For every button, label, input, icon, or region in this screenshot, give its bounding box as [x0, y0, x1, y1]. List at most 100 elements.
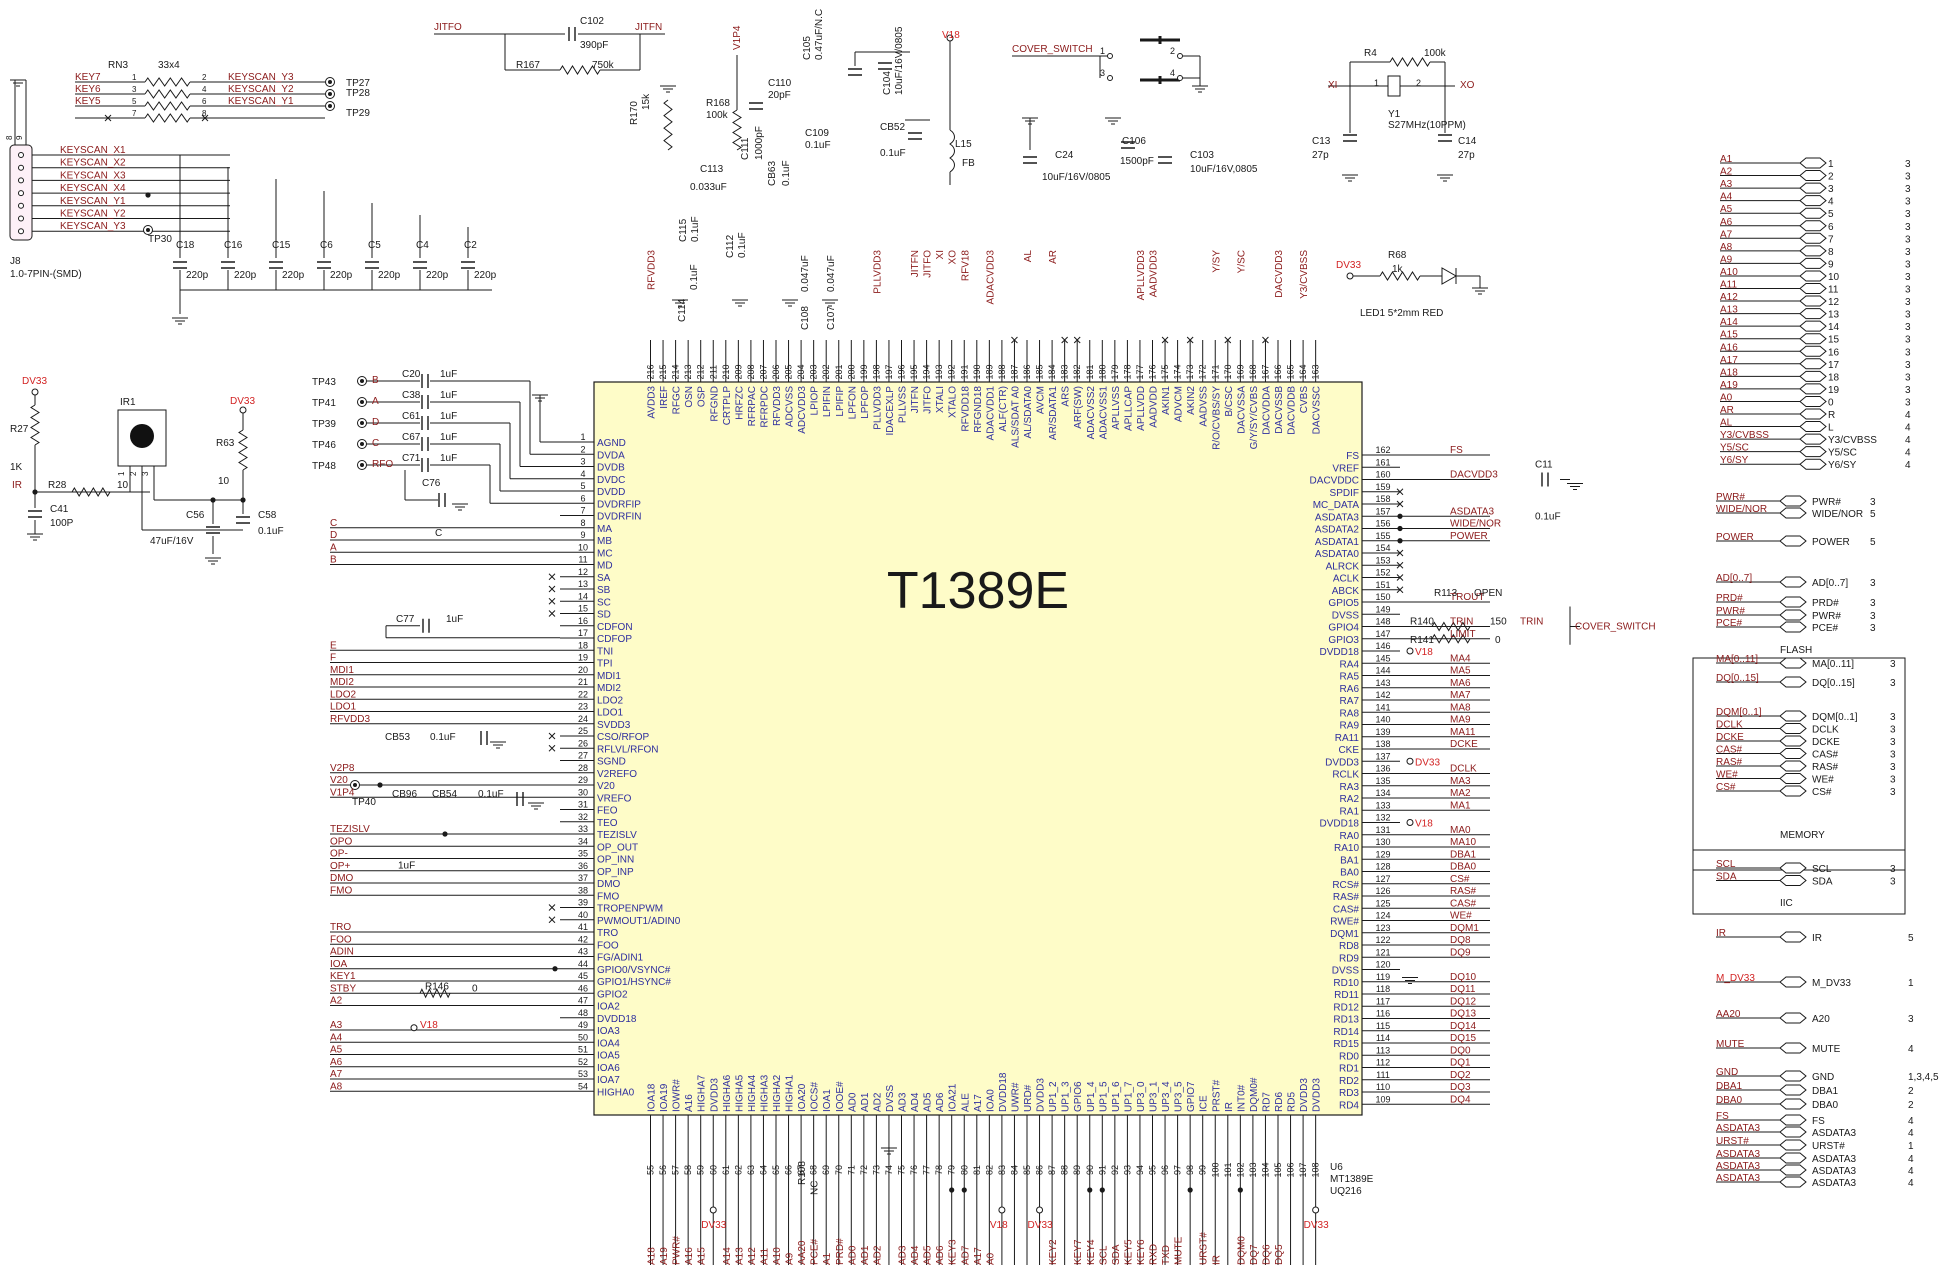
- net-label-bottom: KEY7: [1073, 1239, 1084, 1265]
- label: R140: [1410, 617, 1434, 628]
- label: 5: [1828, 209, 1834, 220]
- label: CB52: [880, 122, 905, 133]
- pin-number-right: 161: [1375, 457, 1390, 467]
- label: JITFO: [434, 22, 462, 33]
- label: 2: [1170, 46, 1175, 56]
- net-label-right: DQ12: [1450, 996, 1477, 1007]
- label: C105: [802, 36, 813, 60]
- pin-name-top: AKIN2: [1186, 386, 1197, 415]
- label: R27: [10, 424, 29, 435]
- pin-number-top: 193: [934, 364, 944, 379]
- port-arrow: [1779, 576, 1807, 588]
- pin-number-bottom: 104: [1260, 1162, 1270, 1177]
- pin-name-bottom: IOA19: [659, 1083, 670, 1112]
- pin-number-top: 176: [1148, 364, 1158, 379]
- label: 9: [15, 135, 24, 140]
- pin-number-bottom: 91: [1097, 1165, 1107, 1175]
- pin-name-left: V2REFO: [597, 769, 637, 780]
- label: D: [372, 417, 379, 428]
- pin-name-left: TEO: [597, 818, 618, 829]
- label: 3: [1890, 762, 1896, 773]
- net-label-top: Y/SC: [1236, 250, 1247, 273]
- pin-name-left: DVDC: [597, 475, 625, 486]
- pin-number-top: 169: [1235, 364, 1245, 379]
- port-arrow: [1799, 433, 1827, 445]
- label: 220p: [234, 270, 257, 281]
- port-arrow: [1779, 507, 1807, 519]
- pin-number-bottom: 107: [1298, 1162, 1308, 1177]
- pin-name-left: DVDA: [597, 450, 625, 461]
- label: C16: [224, 240, 243, 251]
- pin-number-bottom: 95: [1148, 1165, 1158, 1175]
- label: KEYSCAN_X2: [60, 158, 126, 169]
- label: POWER: [1812, 537, 1850, 548]
- label: DBA0: [1812, 1100, 1839, 1111]
- pin-name-bottom: DVDD3: [1299, 1078, 1310, 1112]
- pin-name-left: IOA6: [597, 1063, 620, 1074]
- label: KEY6: [75, 84, 101, 95]
- no-connect-mark: [104, 114, 112, 122]
- label: C102: [580, 16, 604, 27]
- label: V1P4: [732, 25, 743, 50]
- label: DV33: [1304, 1220, 1329, 1231]
- capacitor-symbol: [480, 731, 488, 745]
- label: PRD#: [1812, 598, 1839, 609]
- label: 3: [1905, 297, 1911, 308]
- net-label-right: MA4: [1450, 653, 1471, 664]
- junction-dot: [210, 497, 216, 503]
- label: TP43: [312, 377, 336, 388]
- ground-symbol: [1105, 117, 1121, 125]
- pin-number-top: 201: [834, 364, 844, 379]
- j8-pin: [18, 228, 24, 235]
- pin-name-bottom: HIGHA2: [772, 1074, 783, 1112]
- j8-pin: [18, 164, 24, 171]
- net-label-right: MA2: [1450, 788, 1471, 799]
- port-arrow: [1779, 621, 1807, 633]
- pin-number-left: 8: [580, 518, 585, 528]
- label: 4: [1828, 197, 1834, 208]
- pin-number-right: 130: [1375, 837, 1390, 847]
- net-label-right: MA9: [1450, 715, 1471, 726]
- pin-name-right: RD10: [1333, 978, 1359, 989]
- label: TP41: [312, 398, 336, 409]
- label: C61: [402, 411, 421, 422]
- label: 15: [1828, 335, 1840, 346]
- pin-number-right: 122: [1375, 935, 1390, 945]
- label: Y3/CVBSS: [1828, 435, 1877, 446]
- no-connect-mark: [1396, 561, 1404, 569]
- pin-name-right: BA1: [1340, 855, 1359, 866]
- label: SDA: [1812, 877, 1833, 888]
- j8-pin: [18, 152, 24, 158]
- label: 33x4: [158, 60, 180, 71]
- label: R146: [425, 981, 449, 992]
- pin-number-left: 7: [580, 506, 585, 516]
- pin-name-top: DACVSSA: [1236, 386, 1247, 434]
- pin-name-top: CRTPLP: [722, 386, 733, 426]
- junction-dot: [1237, 1187, 1243, 1193]
- pin-number-bottom: 100: [1210, 1162, 1220, 1177]
- label: LED1 5*2mm RED: [1360, 308, 1443, 319]
- pin-number-bottom: 78: [934, 1165, 944, 1175]
- label: 3: [1905, 247, 1911, 258]
- net-label-right: DQ1: [1450, 1058, 1471, 1069]
- ground-symbol: [1402, 977, 1418, 984]
- pin-name-top: AVCM: [1036, 386, 1047, 414]
- section-box: [1692, 849, 1906, 915]
- label: KEYSCAN_Y3: [60, 221, 126, 232]
- no-connect-mark: [1396, 549, 1404, 557]
- port-arrow: [1799, 283, 1827, 294]
- label: R170: [629, 101, 640, 125]
- pin-number-left: 14: [578, 591, 588, 601]
- label: 10uF/16V/0805: [894, 26, 905, 95]
- pin-number-left: 33: [578, 824, 588, 834]
- pin-name-top: LPFON: [847, 386, 858, 419]
- label: 220p: [186, 270, 209, 281]
- pin-name-top: CVBS: [1299, 386, 1310, 414]
- pin-number-bottom: 66: [784, 1165, 794, 1175]
- label: CS#: [1812, 787, 1832, 798]
- ground-symbol: [172, 317, 188, 325]
- label: 0.1uF: [690, 216, 701, 242]
- label: COVER_SWITCH: [1575, 622, 1656, 633]
